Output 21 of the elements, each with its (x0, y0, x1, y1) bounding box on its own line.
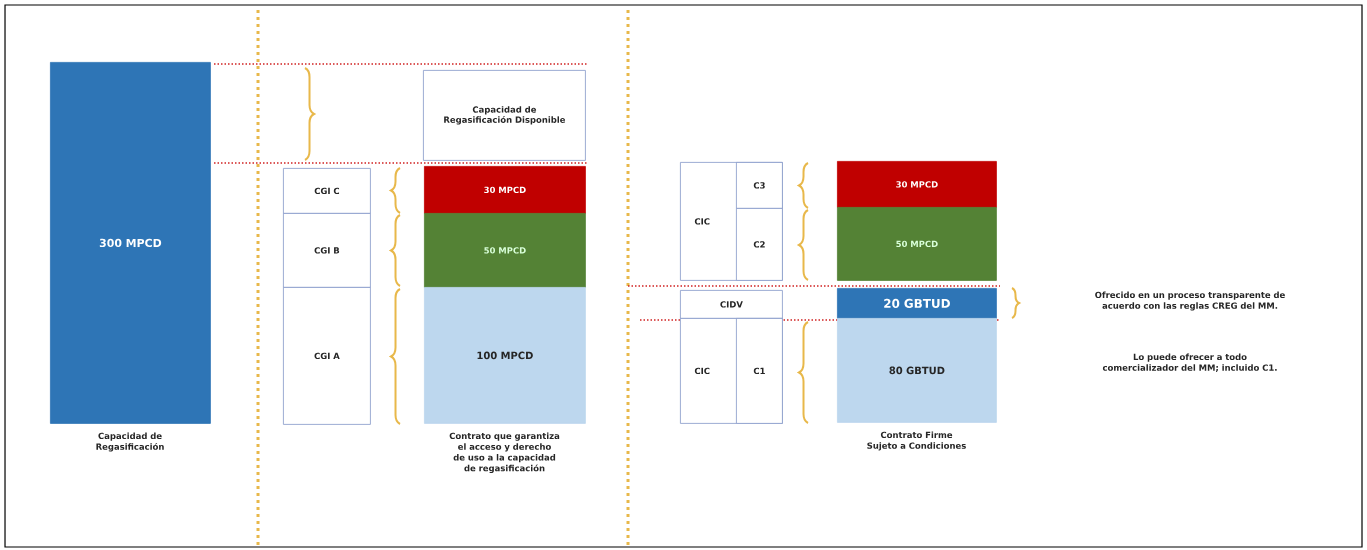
capacity-block: 50 MPCD (424, 213, 586, 288)
note: Ofrecido en un proceso transparente de acuerdo con las reglas CREG del MM. (1095, 291, 1285, 311)
note: Lo puede ofrecer a todo comercializador del MM; incluido C1. (1102, 353, 1277, 372)
contract-box: CGI A (283, 287, 371, 425)
capacity-block: 50 MPCD (837, 207, 997, 281)
node-label: Capacidad de Regasificación (96, 432, 164, 452)
contract-box: CGI C (283, 168, 371, 214)
capacity-block: 100 MPCD (424, 287, 586, 424)
capacity-block: 20 GBTUD (837, 288, 997, 319)
capacity-block: 80 GBTUD (837, 318, 997, 423)
contract-box: C3 (736, 162, 783, 209)
contract-box: CGI B (283, 213, 371, 288)
capacity-block: 30 MPCD (837, 161, 997, 208)
node-label: Contrato Firme Sujeto a Condiciones (867, 431, 966, 451)
contract-box: CIDV (680, 290, 783, 319)
capacity-bar: 300 MPCD (50, 62, 211, 424)
contract-box: C1 (736, 318, 783, 424)
capacity-box: Capacidad de Regasificación Disponible (423, 70, 586, 161)
contract-box: C2 (736, 208, 783, 281)
capacity-block: 30 MPCD (424, 166, 586, 214)
node-label: Contrato que garantiza el acceso y derecho de uso a la capacidad de regasificación (449, 432, 560, 474)
